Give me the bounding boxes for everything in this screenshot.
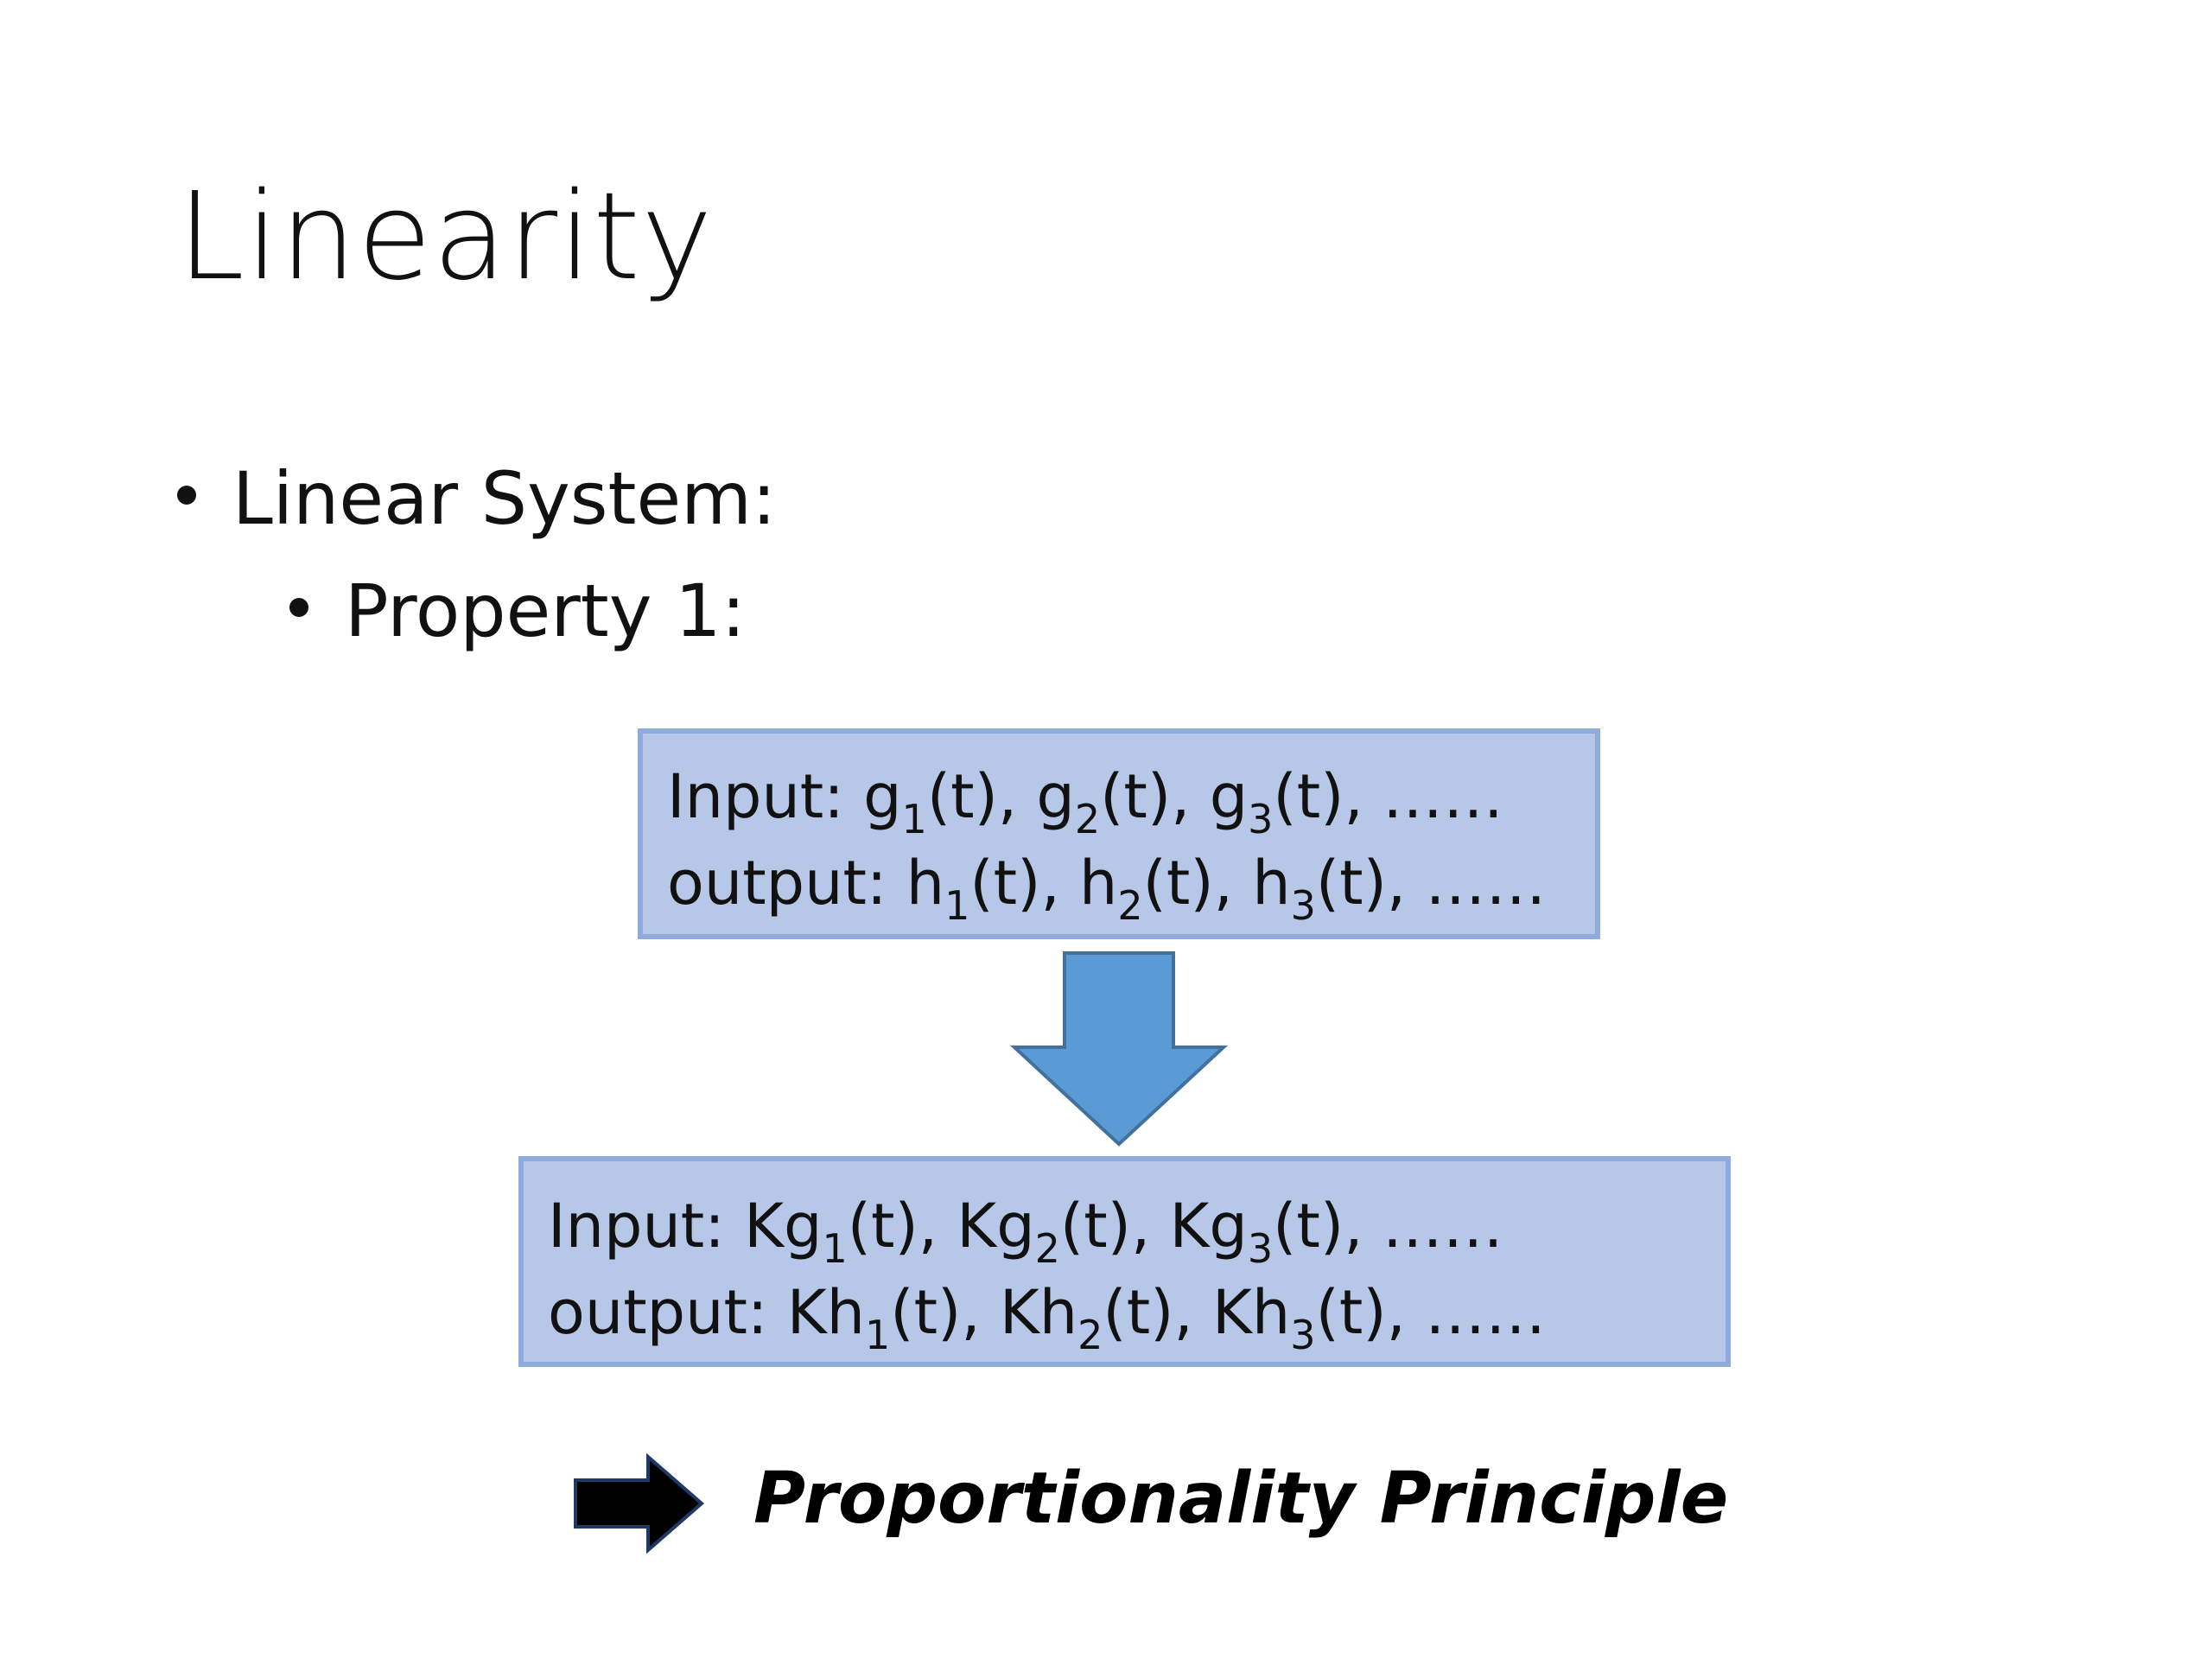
term: Kh xyxy=(999,1277,1078,1348)
conclusion-text: Proportionality Principle xyxy=(753,1458,1729,1540)
term: (t), xyxy=(1103,1277,1212,1348)
term: (t), …… xyxy=(1315,848,1547,918)
bullet-linear-system: Linear System: xyxy=(177,462,776,535)
term: Kg xyxy=(1169,1191,1248,1262)
term: (t), xyxy=(1100,761,1210,832)
input-line: Input: Kg1(t), Kg2(t), Kg3(t), …… xyxy=(548,1196,1503,1268)
output-label: output: xyxy=(548,1277,787,1348)
term: (t), xyxy=(926,761,1037,832)
term: g xyxy=(863,761,902,832)
term: h xyxy=(1078,848,1118,918)
subscript: 2 xyxy=(1034,1225,1060,1272)
scaled-signals-box: Input: Kg1(t), Kg2(t), Kg3(t), …… output… xyxy=(518,1156,1731,1367)
subscript: 2 xyxy=(1077,1312,1103,1358)
subscript: 3 xyxy=(1290,882,1316,929)
subscript: 1 xyxy=(944,882,970,929)
term: Kg xyxy=(957,1191,1035,1262)
input-label: Input: xyxy=(548,1191,745,1262)
term: (t), xyxy=(1059,1191,1170,1262)
bullet-property-1: Property 1: xyxy=(289,575,746,647)
output-label: output: xyxy=(667,848,906,918)
bullet-dot xyxy=(289,598,308,618)
term: (t), xyxy=(1142,848,1253,918)
down-arrow-icon xyxy=(1009,951,1229,1147)
term: (t), …… xyxy=(1273,1191,1503,1262)
subscript: 2 xyxy=(1117,882,1143,929)
term: g xyxy=(1209,761,1249,832)
term: Kg xyxy=(744,1191,823,1262)
bullet-dot xyxy=(177,486,196,505)
term: h xyxy=(906,848,945,918)
term: (t), xyxy=(969,848,1079,918)
subscript: 3 xyxy=(1290,1312,1316,1358)
bullet-text: Linear System: xyxy=(232,456,777,541)
term: (t), xyxy=(890,1277,1000,1348)
term: g xyxy=(1036,761,1075,832)
subscript: 1 xyxy=(865,1312,891,1358)
subscript: 1 xyxy=(822,1225,848,1272)
term: (t), xyxy=(847,1191,957,1262)
right-arrow-icon xyxy=(574,1452,705,1554)
term: (t), …… xyxy=(1273,761,1503,832)
subscript: 1 xyxy=(901,796,927,842)
input-label: Input: xyxy=(667,761,864,832)
slide-title: Linearity xyxy=(177,167,714,308)
term: Kh xyxy=(1212,1277,1291,1348)
bullet-text: Property 1: xyxy=(345,569,746,653)
term: (t), …… xyxy=(1315,1277,1547,1348)
term: h xyxy=(1252,848,1291,918)
subscript: 3 xyxy=(1248,796,1274,842)
subscript: 2 xyxy=(1074,796,1101,842)
subscript: 3 xyxy=(1247,1225,1274,1272)
input-line: Input: g1(t), g2(t), g3(t), …… xyxy=(667,766,1503,839)
original-signals-box: Input: g1(t), g2(t), g3(t), …… output: h… xyxy=(638,728,1600,939)
term: Kh xyxy=(786,1277,865,1348)
output-line: output: h1(t), h2(t), h3(t), …… xyxy=(667,853,1546,925)
output-line: output: Kh1(t), Kh2(t), Kh3(t), …… xyxy=(548,1282,1546,1355)
